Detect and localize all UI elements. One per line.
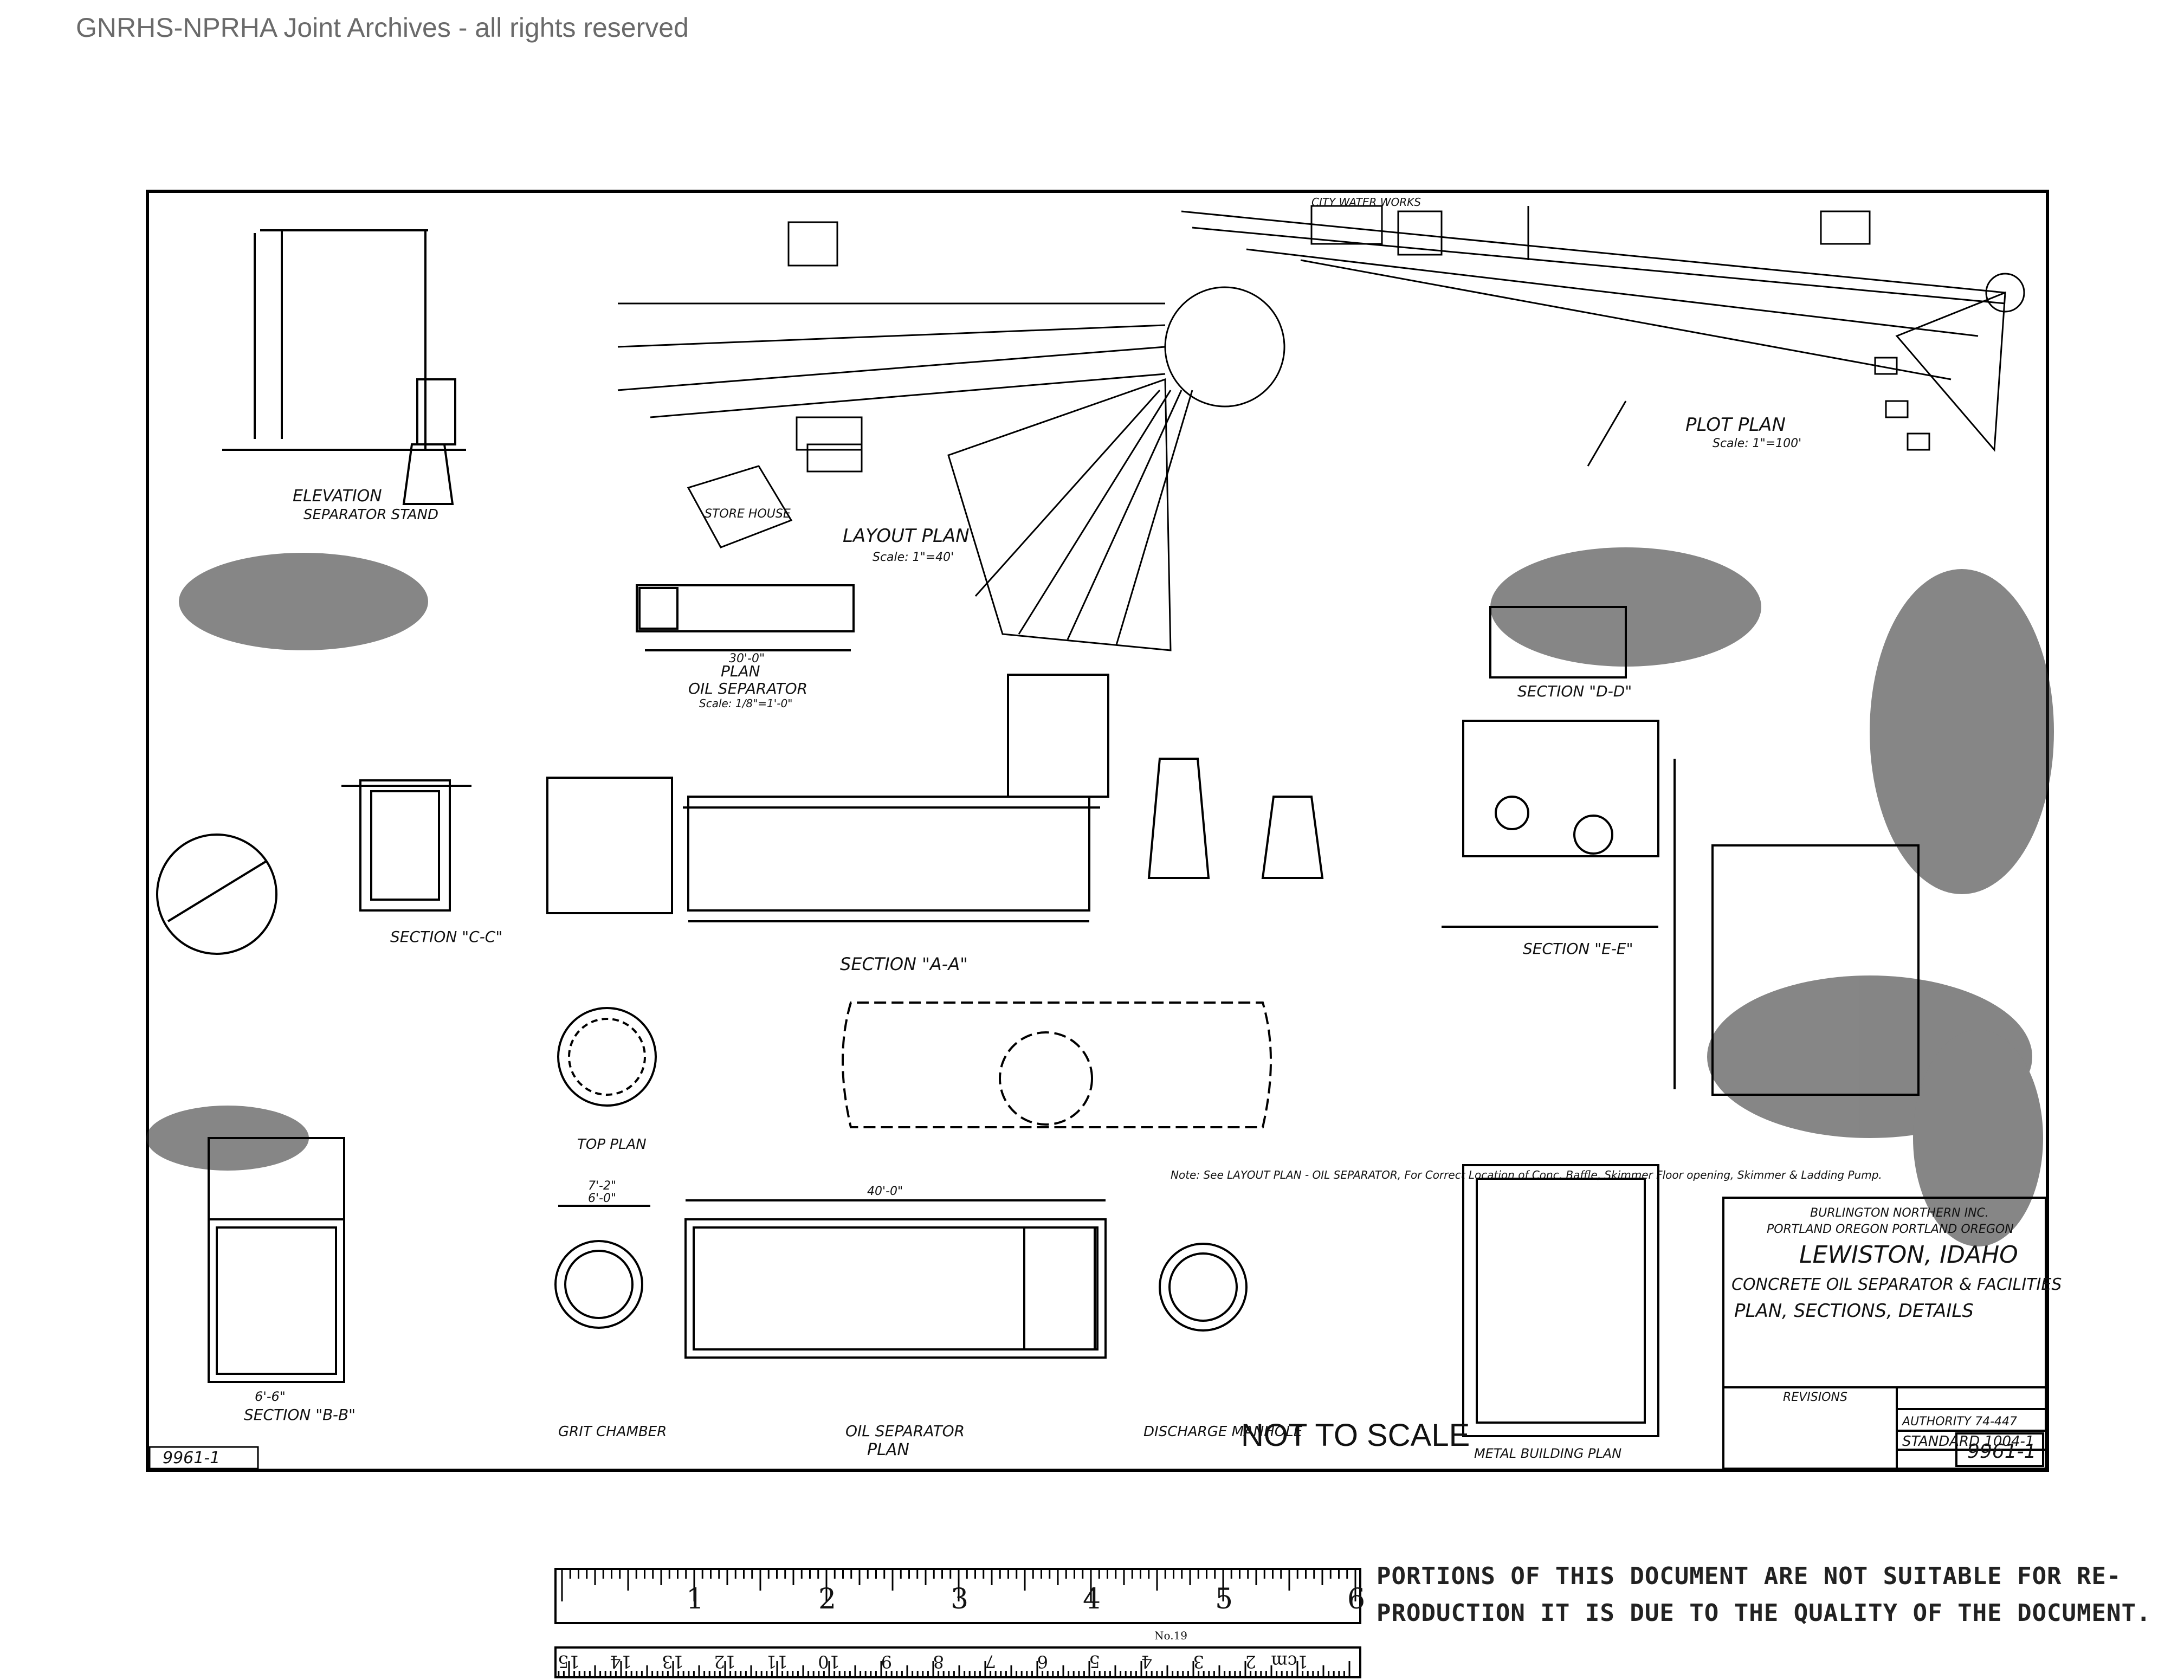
oil-separator-plan-title: OIL SEPARATOR: [845, 1422, 965, 1440]
cm-label: 12: [714, 1651, 736, 1672]
cm-label: 5: [1089, 1651, 1100, 1672]
plan-number-box: [148, 1446, 259, 1470]
cm-label: 1cm: [1271, 1651, 1308, 1672]
cm-label: 14: [610, 1651, 632, 1672]
title-block-title1: CONCRETE OIL SEPARATOR & FACILITIES: [1731, 1275, 2062, 1294]
inch-label: 3: [951, 1583, 968, 1616]
title-block-revisions: REVISIONS: [1783, 1391, 1847, 1404]
discharge-manhole-view: [1159, 1243, 1248, 1332]
layout-plan: [617, 221, 1285, 651]
plan-oil-separator-subtitle: OIL SEPARATOR: [688, 680, 807, 697]
section-bb-title: SECTION "B-B": [244, 1406, 356, 1424]
layout-plan-title: LAYOUT PLAN: [843, 525, 970, 547]
inch-label: 1: [686, 1583, 704, 1616]
section-aa-title: SECTION "A-A": [840, 954, 968, 974]
store-house-label: STORE HOUSE: [705, 507, 791, 521]
cm-label: 10: [818, 1651, 840, 1672]
elevation-subtitle: SEPARATOR STAND: [303, 507, 438, 523]
plot-plan-title: PLOT PLAN: [1685, 414, 1786, 436]
dim-6-6: 6'-6": [255, 1389, 286, 1404]
title-block-location: LEWISTON, IDAHO: [1799, 1241, 2018, 1269]
oil-separator-plan-view: [684, 1199, 1107, 1359]
cm-label: 13: [662, 1651, 684, 1672]
scan-smudges: [146, 547, 2054, 1246]
disclaimer-line-2: PRODUCTION IT IS DUE TO THE QUALITY OF T…: [1377, 1599, 2151, 1627]
section-dd: [1489, 606, 1627, 679]
cm-label: 9: [881, 1651, 892, 1672]
not-to-scale-label: NOT TO SCALE: [1241, 1418, 1470, 1453]
disclaimer-line-1: PORTIONS OF THIS DOCUMENT ARE NOT SUITAB…: [1377, 1562, 2122, 1590]
title-block-sheet-no: 9961-1: [1967, 1440, 2037, 1463]
section-dd-title: SECTION "D-D": [1517, 682, 1632, 700]
discharge-manhole-title: DISCHARGE MANHOLE: [1143, 1424, 1303, 1440]
inch-label: 5: [1215, 1583, 1233, 1616]
inch-label: 6: [1347, 1583, 1365, 1616]
plan-dim-30: 30'-0": [729, 652, 765, 665]
plan-oil-separator-scale: Scale: 1/8"=1'-0": [699, 697, 792, 710]
top-plan-title: TOP PLAN: [577, 1136, 647, 1153]
inch-label: 2: [818, 1583, 836, 1616]
plan-oil-separator-title: PLAN: [721, 662, 760, 680]
tank-outline: [842, 1001, 1272, 1128]
title-block-authority: AUTHORITY 74-447: [1901, 1415, 2017, 1429]
title-block-company: BURLINGTON NORTHERN INC.: [1810, 1206, 1989, 1220]
title-block-title2: PLAN, SECTIONS, DETAILS: [1734, 1300, 1974, 1322]
oil-separator-plan-subtitle: PLAN: [867, 1440, 909, 1459]
ruler-cm-strip: [554, 1646, 1361, 1678]
elevation-view: [222, 229, 466, 505]
elevation-title: ELEVATION: [293, 487, 382, 506]
inch-label: 4: [1083, 1583, 1101, 1616]
plot-plan-scale: Scale: 1"=100': [1713, 437, 1801, 450]
title-block: [1722, 1197, 2047, 1470]
section-aa: [546, 674, 1324, 922]
city-water-works-label: CITY WATER WORKS: [1311, 196, 1421, 209]
grit-chamber-title: GRIT CHAMBER: [558, 1424, 667, 1440]
grit-chamber-view: [554, 1205, 650, 1329]
cm-label: 4: [1141, 1651, 1152, 1672]
cm-label: 7: [985, 1651, 996, 1672]
cm-label: 3: [1193, 1651, 1204, 1672]
dim-6-0: 6'-0": [588, 1192, 616, 1205]
disclaimer: PORTIONS OF THIS DOCUMENT ARE NOT SUITAB…: [1377, 1558, 2151, 1632]
section-ee: [1442, 720, 1659, 928]
cm-label: 11: [766, 1651, 788, 1672]
dim-40-0: 40'-0": [867, 1185, 903, 1198]
cm-label: 8: [933, 1651, 944, 1672]
right-section: [1673, 759, 1920, 1096]
cm-label: 6: [1037, 1651, 1048, 1672]
dim-7-2: 7'-2": [588, 1179, 616, 1193]
section-bb: [208, 1137, 345, 1383]
section-ee-title: SECTION "E-E": [1523, 940, 1633, 958]
metal-building-plan-title: METAL BUILDING PLAN: [1474, 1446, 1621, 1461]
section-cc: [156, 779, 471, 955]
metal-building-plan-view: [1462, 1164, 1659, 1437]
sheet-border: [146, 190, 2049, 1472]
cm-label: 2: [1245, 1651, 1256, 1672]
section-cc-title: SECTION "C-C": [390, 928, 502, 946]
plan-oil-separator: [636, 584, 855, 651]
ruler-number-label: No.19: [1154, 1629, 1187, 1642]
plot-plan: [1181, 205, 2025, 467]
title-block-offices: PORTLAND OREGON PORTLAND OREGON: [1767, 1223, 2014, 1236]
archive-watermark: GNRHS-NPRHA Joint Archives - all rights …: [76, 12, 689, 43]
cm-label: 15: [558, 1651, 580, 1672]
top-plan-view: [557, 1007, 657, 1107]
plan-number-value: 9961-1: [163, 1449, 220, 1468]
layout-plan-scale: Scale: 1"=40': [873, 551, 954, 564]
title-block-plan-no: STANDARD 1004-1: [1902, 1433, 2034, 1450]
